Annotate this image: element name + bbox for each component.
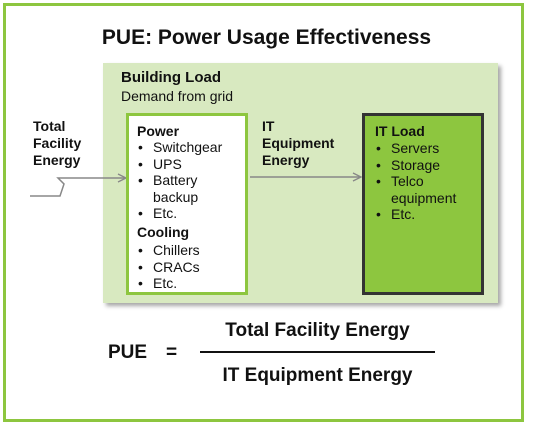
- it-load-item-list: Servers Storage Telco equipment Etc.: [373, 140, 483, 223]
- list-item: Storage: [373, 157, 483, 174]
- page-title: PUE: Power Usage Effectiveness: [101, 26, 432, 49]
- list-item: CRACs: [135, 259, 247, 276]
- formula-denominator: IT Equipment Energy: [222, 365, 413, 386]
- power-heading: Power: [137, 123, 180, 139]
- outer-frame: [3, 3, 524, 422]
- facility-energy-arrow: [30, 178, 125, 197]
- it-load-box: IT Load Servers Storage Telco equipment …: [362, 113, 484, 295]
- list-item: Chillers: [135, 242, 247, 259]
- list-item: Battery backup: [135, 172, 213, 205]
- list-item: Etc.: [373, 206, 483, 223]
- facility-label-line: Energy: [33, 152, 81, 168]
- list-item: Telco equipment: [373, 173, 477, 206]
- formula-equals: =: [166, 342, 178, 363]
- power-item-list: Switchgear UPS Battery backup Etc.: [135, 139, 247, 222]
- it-label-line: IT: [262, 118, 275, 134]
- it-label-line: Energy: [262, 152, 310, 168]
- fraction-bar: [200, 351, 435, 353]
- cooling-heading: Cooling: [137, 224, 190, 240]
- cooling-item-list: Chillers CRACs Etc.: [135, 242, 247, 292]
- it-label-line: Equipment: [262, 135, 335, 151]
- facility-label-line: Total: [33, 118, 66, 134]
- formula-lhs: PUE: [108, 342, 148, 363]
- list-item: Servers: [373, 140, 483, 157]
- list-item: Etc.: [135, 205, 247, 222]
- total-facility-energy-label: Total Facility Energy: [33, 118, 103, 169]
- building-load-title: Building Load: [121, 69, 221, 86]
- list-item: Switchgear: [135, 139, 247, 156]
- building-load-subtitle: Demand from grid: [121, 88, 234, 104]
- it-load-heading: IT Load: [375, 123, 425, 139]
- formula-numerator: Total Facility Energy: [225, 320, 410, 341]
- list-item: Etc.: [135, 275, 247, 292]
- power-cooling-box: Power Switchgear UPS Battery backup Etc.…: [126, 113, 248, 295]
- list-item: UPS: [135, 156, 247, 173]
- it-equipment-energy-label: IT Equipment Energy: [262, 118, 357, 169]
- facility-label-line: Facility: [33, 135, 82, 151]
